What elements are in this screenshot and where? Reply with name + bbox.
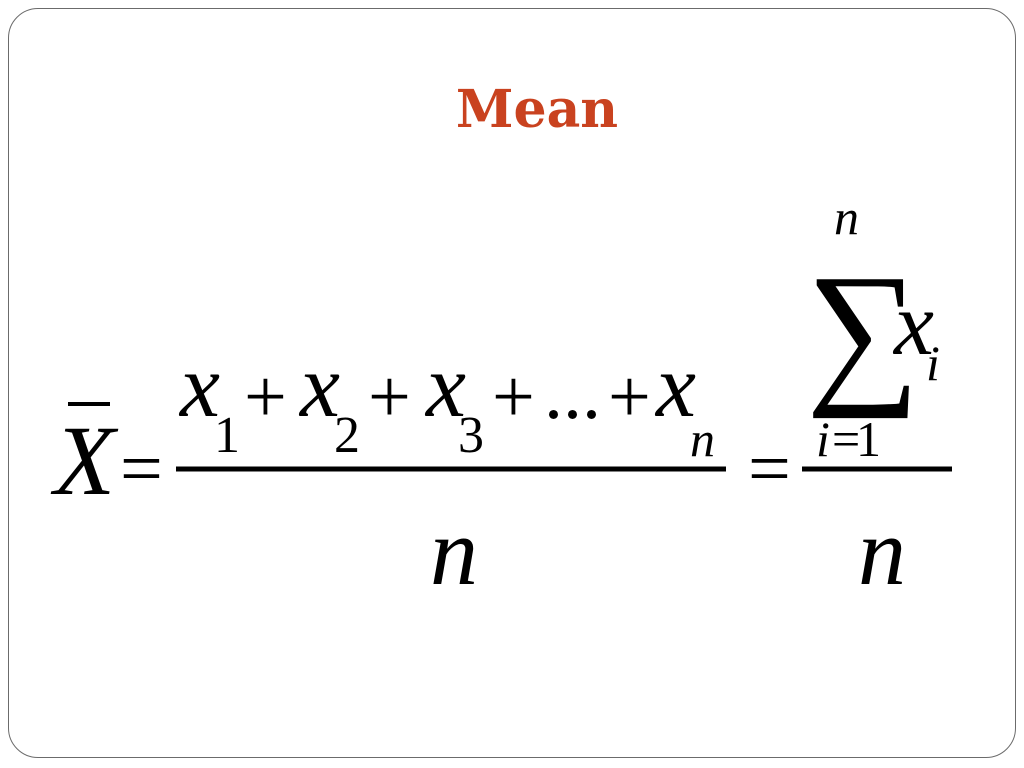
- numerator-ellipsis: ...: [544, 351, 601, 435]
- numerator-subn: n: [690, 411, 715, 467]
- denominator-n: n: [430, 498, 478, 605]
- x-bar-symbol: X: [50, 405, 119, 516]
- numerator-sub3: 3: [458, 407, 484, 464]
- slide-title: Mean: [0, 84, 1024, 136]
- numerator-x1: x: [178, 337, 220, 436]
- slide-title-text: Mean: [455, 79, 619, 140]
- numerator-xn: x: [654, 337, 696, 436]
- sum-lower-equals: =: [832, 411, 860, 467]
- sum-lower-index: i: [816, 411, 830, 467]
- numerator-sub2: 2: [334, 407, 360, 464]
- numerator-plus1: +: [244, 355, 287, 439]
- numerator-plus4: +: [608, 355, 651, 439]
- sum-lower-start: 1: [856, 411, 881, 467]
- equals-sign-1: =: [120, 427, 163, 511]
- sum-upper-limit: n: [834, 189, 859, 245]
- equals-sign-2: =: [748, 427, 791, 511]
- sum-term-x: x: [892, 275, 934, 374]
- slide-frame: [8, 8, 1016, 758]
- numerator-x2: x: [298, 337, 340, 436]
- numerator-x3: x: [424, 337, 466, 436]
- sum-term-sub-i: i: [926, 335, 940, 391]
- numerator-sub1: 1: [214, 407, 240, 464]
- sum-denominator-n: n: [858, 498, 906, 605]
- numerator-plus2: +: [368, 355, 411, 439]
- numerator-plus3: +: [492, 355, 535, 439]
- sum-symbol: ∑: [806, 241, 920, 419]
